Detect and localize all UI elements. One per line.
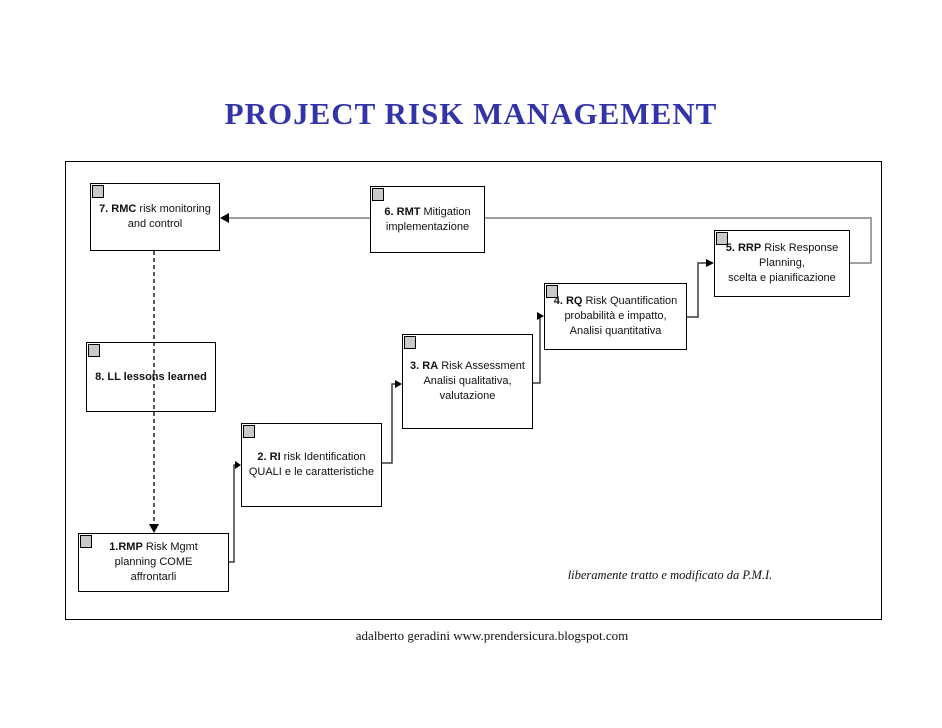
corner-tab-icon	[92, 185, 104, 198]
corner-tab-icon	[372, 188, 384, 201]
corner-tab-icon	[546, 285, 558, 298]
box-label: 7. RMC risk monitoring and control	[99, 203, 211, 230]
process-box-4-rq: 4. RQ Risk Quantification probabilità e …	[544, 283, 687, 350]
box-label: 4. RQ Risk Quantification probabilità e …	[553, 295, 678, 337]
process-box-1-rmp: 1.RMP Risk Mgmt planning COME affrontarl…	[78, 533, 229, 592]
process-box-8-ll: 8. LL lessons learned	[86, 342, 216, 412]
box-label: 8. LL lessons learned	[95, 370, 207, 383]
diagram-frame	[65, 161, 882, 620]
box-label: 1.RMP Risk Mgmt planning COME affrontarl…	[109, 541, 198, 583]
box-label: 2. RI risk Identification QUALI e le car…	[248, 451, 375, 478]
corner-tab-icon	[80, 535, 92, 548]
corner-tab-icon	[88, 344, 100, 357]
process-box-3-ra: 3. RA Risk Assessment Analisi qualitativ…	[402, 334, 533, 429]
process-box-5-rrp: 5. RRP Risk Response Planning, scelta e …	[714, 230, 850, 297]
process-box-2-ri: 2. RI risk Identification QUALI e le car…	[241, 423, 382, 507]
process-box-7-rmc: 7. RMC risk monitoring and control	[90, 183, 220, 251]
process-box-6-rmt: 6. RMT Mitigation implementazione	[370, 186, 485, 253]
box-label: 6. RMT Mitigation implementazione	[384, 205, 471, 233]
credit-note: liberamente tratto e modificato da P.M.I…	[567, 568, 773, 582]
box-label: 5. RRP Risk Response Planning, scelta e …	[725, 242, 839, 284]
corner-tab-icon	[404, 336, 416, 349]
page-title: PROJECT RISK MANAGEMENT	[224, 96, 718, 131]
corner-tab-icon	[243, 425, 255, 438]
box-label: 3. RA Risk Assessment Analisi qualitativ…	[410, 360, 525, 402]
footer-attribution: adalberto geradini www.prendersicura.blo…	[355, 628, 629, 643]
